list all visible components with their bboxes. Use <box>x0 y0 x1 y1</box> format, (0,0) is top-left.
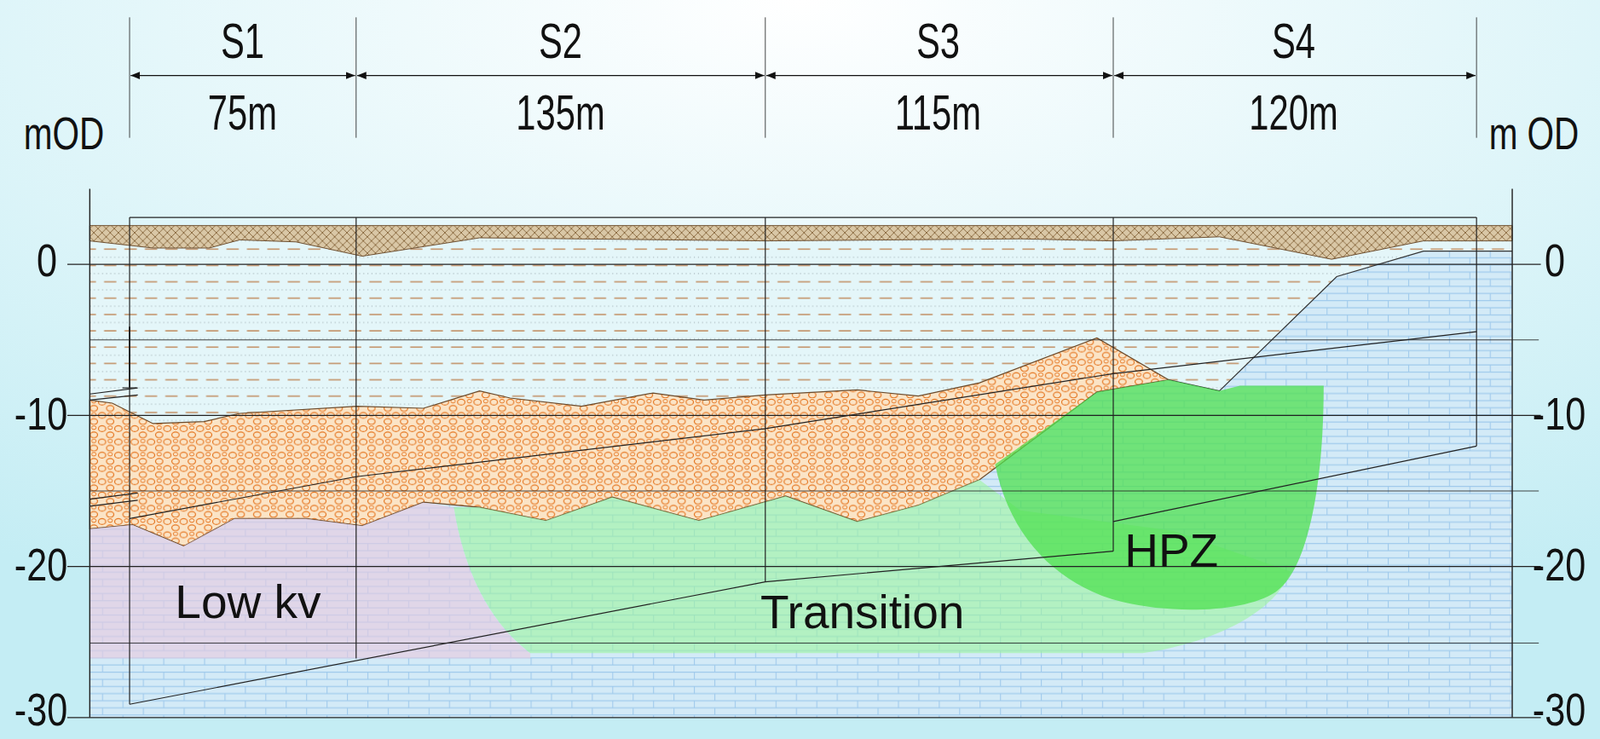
section-dimension: 75m <box>207 87 278 138</box>
section-line <box>129 17 131 138</box>
zone-label: Low kv <box>174 578 321 626</box>
section-line <box>67 716 1542 718</box>
section-line <box>89 492 138 499</box>
section-line <box>1476 217 1478 446</box>
section-line <box>67 264 1542 266</box>
section-line <box>89 490 1539 492</box>
section-line <box>122 387 138 388</box>
elevation-tick: 0 <box>36 236 58 284</box>
section-dimension: S3 <box>916 16 960 66</box>
zone-region: HPZ <box>993 377 1326 617</box>
elevation-tick: -10 <box>14 390 68 437</box>
dimension-line <box>130 75 355 76</box>
section-line <box>355 17 357 138</box>
section-dimension: S4 <box>1271 16 1316 66</box>
section-line <box>1511 189 1513 718</box>
zone-shape <box>993 377 1326 617</box>
dimension-line <box>357 75 765 76</box>
axis-unit: m OD <box>1488 109 1579 156</box>
elevation-tick: -30 <box>1532 686 1586 733</box>
section-dimension: 120m <box>1249 87 1339 138</box>
dimension-line <box>1114 75 1476 76</box>
elevation-tick: -30 <box>14 686 68 733</box>
elevation-tick: -10 <box>1532 390 1586 437</box>
dimension-line <box>766 75 1113 76</box>
section-dimension: S1 <box>220 16 265 66</box>
elevation-tick: 0 <box>1544 236 1566 284</box>
section-line <box>128 326 131 388</box>
section-line <box>89 339 1539 341</box>
zone-fill <box>994 379 1323 610</box>
section-line <box>1476 17 1478 138</box>
section-line <box>89 387 138 394</box>
axis-unit: mOD <box>23 109 104 156</box>
elevation-tick: -20 <box>14 541 68 588</box>
section-line <box>129 216 1477 218</box>
section-dimension: 135m <box>515 87 605 138</box>
section-dimension: S2 <box>538 16 583 66</box>
section-line <box>1112 17 1114 138</box>
zone-label: Transition <box>760 589 965 636</box>
section-line <box>89 394 138 400</box>
elevation-tick: -20 <box>1532 541 1586 588</box>
section-line <box>89 500 138 507</box>
section-line <box>764 17 766 138</box>
zone-label: HPZ <box>1124 527 1219 575</box>
section-dimension: 115m <box>894 87 981 138</box>
